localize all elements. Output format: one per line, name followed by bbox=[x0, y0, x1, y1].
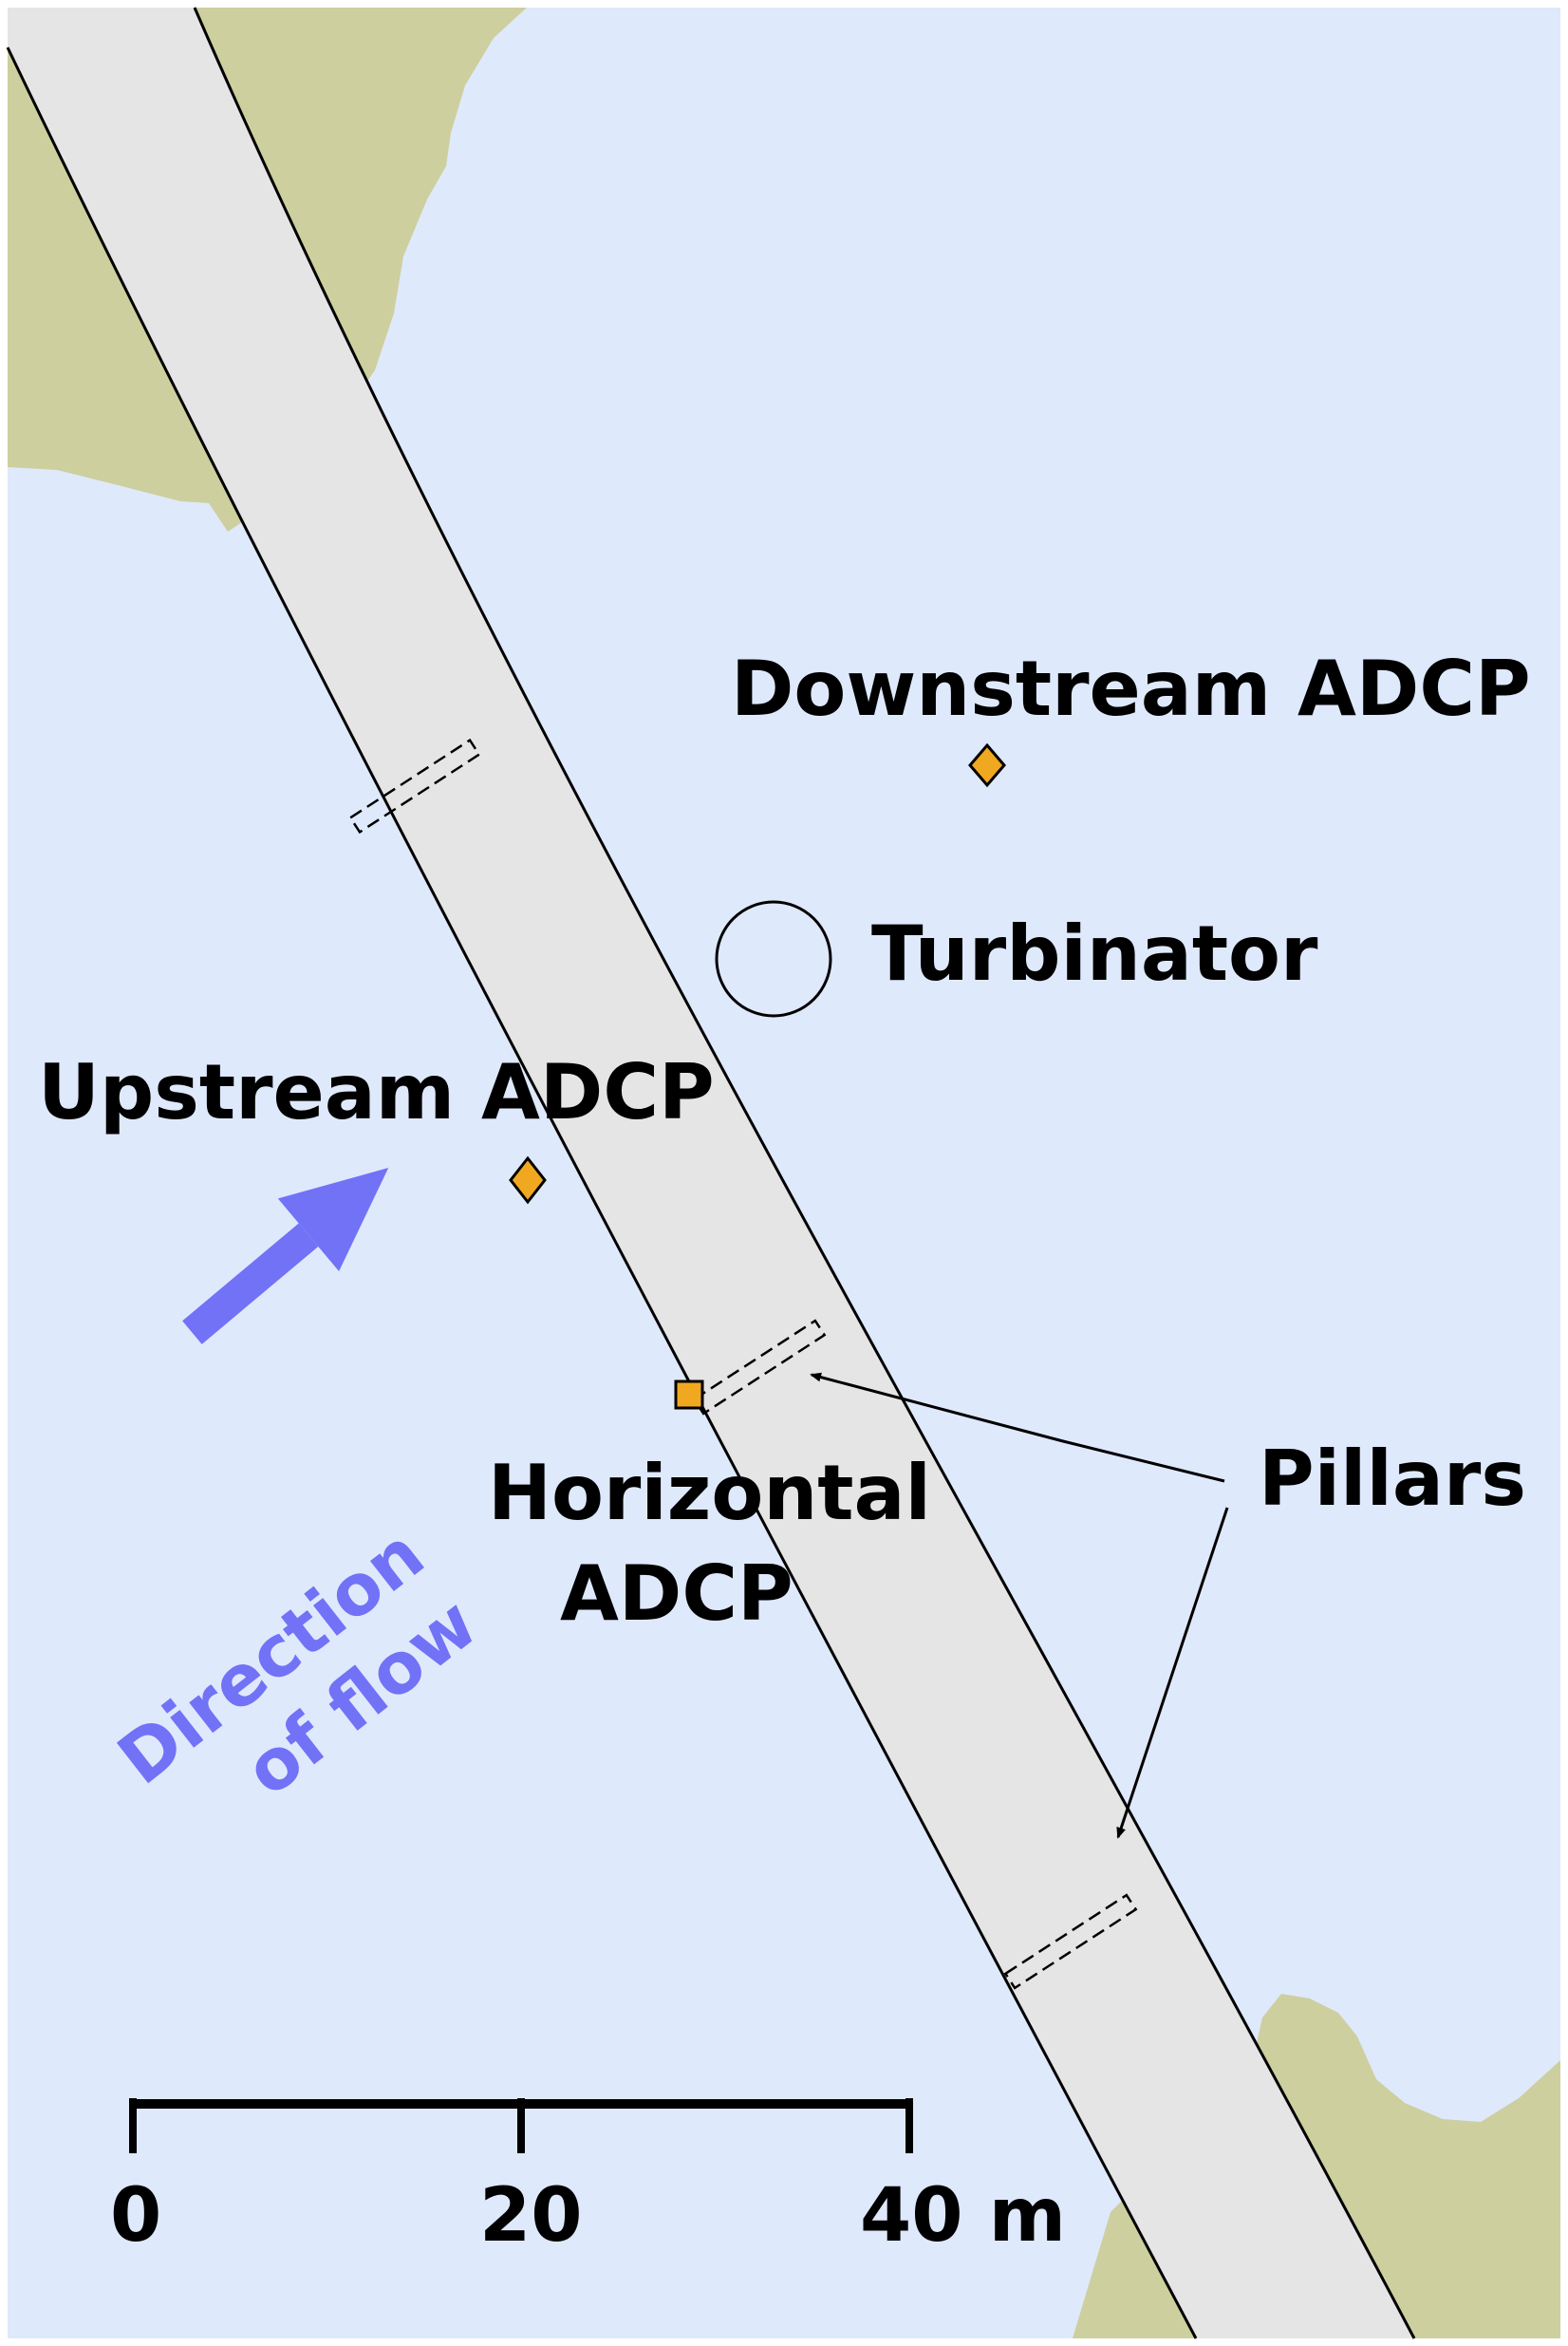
horizontal-adcp-label-line1: Horizontal bbox=[488, 1449, 931, 1537]
downstream-adcp-label: Downstream ADCP bbox=[731, 645, 1531, 733]
flow-direction-arrow-icon bbox=[182, 1168, 389, 1344]
upstream-adcp-label: Upstream ADCP bbox=[38, 1048, 715, 1136]
scale-tick-20: 20 bbox=[479, 2173, 583, 2259]
turbinator-circle-icon bbox=[715, 900, 832, 1018]
scale-bar: 0 20 40 m bbox=[110, 2098, 1066, 2259]
horizontal-adcp-label-line2: ADCP bbox=[560, 1549, 793, 1638]
pillar-callout-arrow-bottom bbox=[1116, 1507, 1229, 1839]
turbinator-label: Turbinator bbox=[871, 910, 1318, 998]
pillar-bottom bbox=[1003, 1893, 1138, 1990]
horizontal-adcp-square-icon bbox=[674, 1379, 704, 1410]
pillars-label: Pillars bbox=[1259, 1435, 1526, 1523]
scale-tick-40: 40 m bbox=[860, 2173, 1066, 2259]
pillar-top bbox=[348, 738, 481, 835]
bridge-deck bbox=[8, 8, 1414, 2338]
upstream-adcp-diamond-icon bbox=[509, 1155, 547, 1205]
bridge-edge-left bbox=[6, 47, 1198, 2339]
pillar-middle bbox=[692, 1319, 827, 1416]
downstream-adcp-diamond-icon bbox=[968, 742, 1006, 788]
bridge-edge-right bbox=[193, 7, 1416, 2339]
scale-tick-0: 0 bbox=[110, 2173, 161, 2259]
pillar-callout-arrow-middle bbox=[810, 1372, 1225, 1483]
